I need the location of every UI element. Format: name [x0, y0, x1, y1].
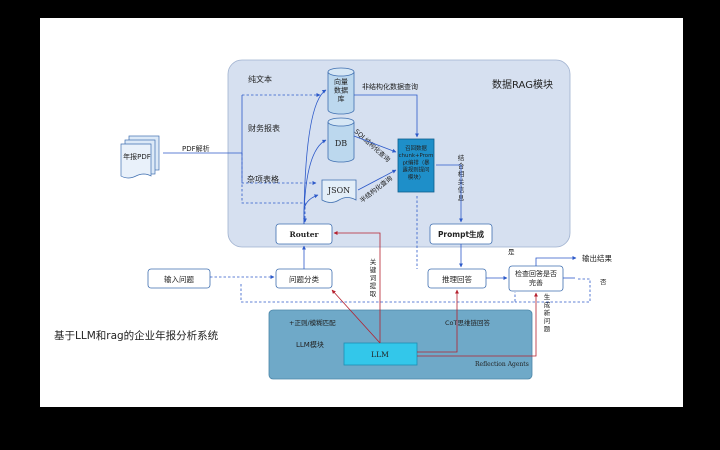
system-title: 基于LLM和rag的企业年报分析系统 [54, 329, 219, 342]
unstructured-query-label: 非结构化数据查询 [362, 82, 418, 91]
keyword-extract-label: 关键词提取 [370, 257, 377, 298]
red-connectors [331, 231, 538, 357]
input-question-box [147, 268, 211, 289]
bottom-black-bar [40, 407, 683, 450]
prompt-orchestration-box [397, 138, 435, 193]
solid-connectors [163, 89, 577, 280]
json-document-shape [321, 179, 357, 203]
finance-report-label: 财务报表 [248, 123, 280, 133]
reason-answer-box [427, 268, 487, 289]
yes-label: 是 [508, 248, 515, 256]
misc-table-label: 杂项表格 [247, 174, 279, 184]
router-label: Router [290, 230, 320, 239]
db-label: DB [335, 139, 347, 148]
input-question-label: 输入问题 [164, 274, 194, 284]
text-data-label: 纯文本 [248, 74, 272, 84]
question-classify-label: 问题分类 [289, 274, 319, 284]
reason-answer-label: 推理回答 [442, 274, 472, 284]
top-black-bar [40, 0, 683, 18]
db-cylinder [327, 117, 355, 163]
vector-db-label: 向量数据库 [334, 77, 348, 103]
llm-label: LLM [371, 350, 389, 359]
vector-db-cylinder [327, 67, 355, 115]
no-label: 否 [600, 278, 607, 286]
pdf-document-stack [120, 135, 160, 179]
annual-report-pdf-label: 年报PDF [123, 152, 151, 161]
dashed-connectors [210, 93, 591, 303]
cot-answer-label: CoT思维链回答 [445, 318, 490, 327]
reflection-agents-label: Reflection Agents [475, 361, 529, 368]
llm-module-title: LLM模块 [296, 340, 324, 349]
pdf-parse-label: PDF解析 [182, 144, 210, 153]
generate-new-question-label: 生成新问题 [544, 292, 551, 333]
check-completeness-label: 检查回答是否完善 [515, 269, 557, 287]
regex-fuzzy-match-label: +正则/模糊匹配 [289, 318, 336, 327]
output-result-label: 输出结果 [582, 253, 612, 263]
llm-box [343, 342, 418, 366]
rag-module-title: 数据RAG模块 [492, 78, 553, 91]
prompt-generation-label: Prompt生成 [438, 229, 485, 239]
json-label: JSON [327, 186, 350, 195]
